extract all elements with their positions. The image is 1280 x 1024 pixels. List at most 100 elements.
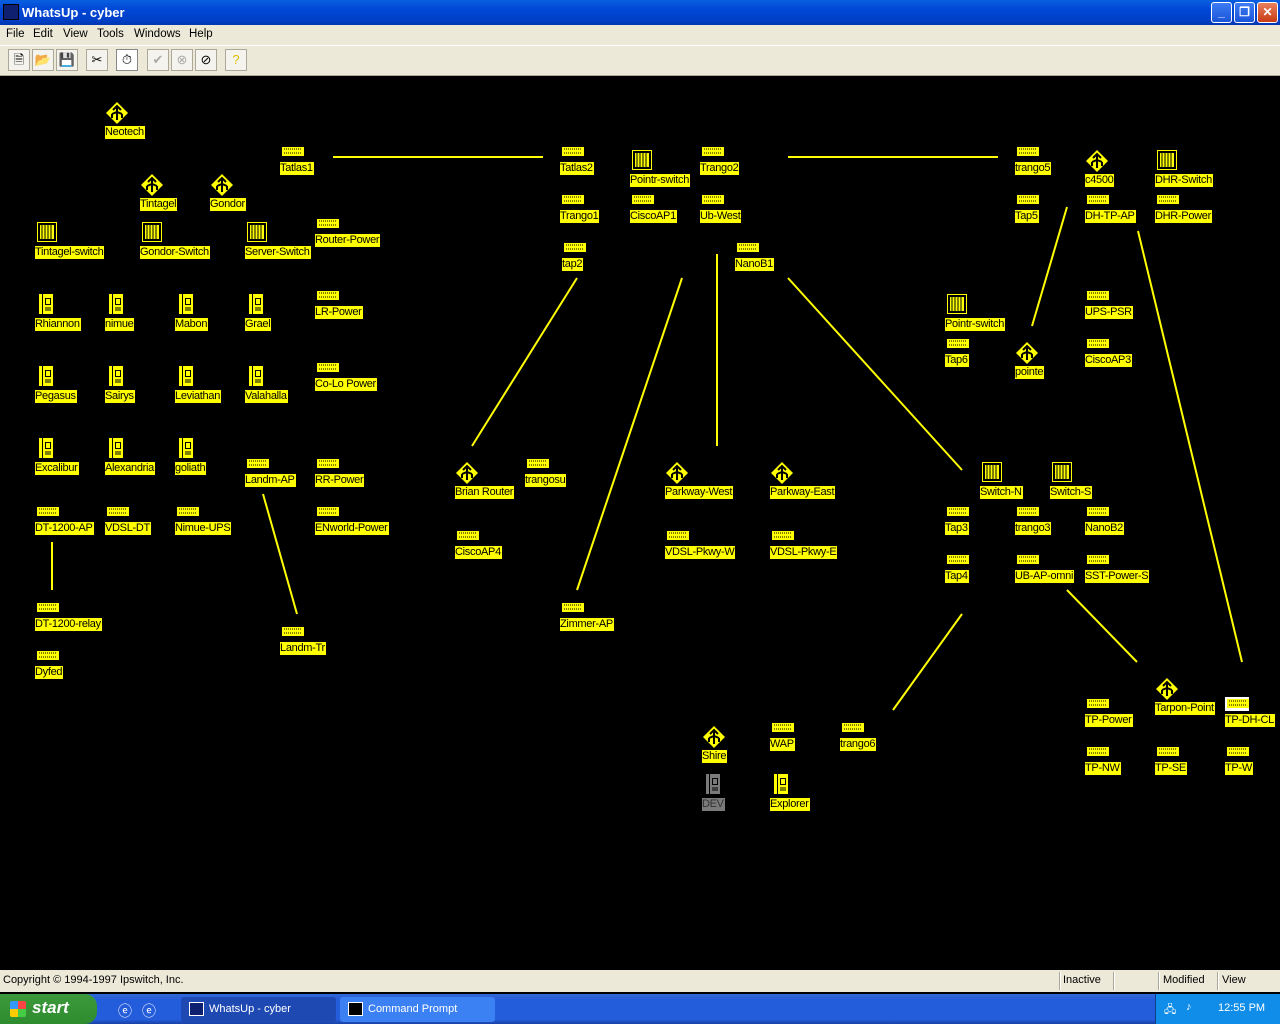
device-icon bbox=[282, 147, 304, 156]
outlook-icon[interactable]: ⓔ bbox=[142, 1003, 156, 1019]
menu-edit[interactable]: Edit bbox=[33, 28, 53, 40]
start-polling-button[interactable]: ⏱ bbox=[116, 49, 138, 71]
volume-icon[interactable]: ♪ bbox=[1186, 1001, 1192, 1013]
device-icon bbox=[1017, 195, 1039, 204]
close-button[interactable]: ✕ bbox=[1257, 2, 1278, 23]
start-button[interactable]: start bbox=[0, 994, 97, 1024]
server-icon bbox=[39, 294, 53, 314]
node-label: NanoB1 bbox=[735, 258, 774, 271]
node-label: Parkway-East bbox=[770, 486, 836, 499]
ie-icon[interactable]: ⓔ bbox=[118, 1003, 132, 1019]
device-icon bbox=[702, 195, 724, 204]
server-icon bbox=[109, 438, 123, 458]
node-label: DHR-Switch bbox=[1155, 174, 1213, 187]
whatsup-icon bbox=[189, 1002, 204, 1016]
window-title: WhatsUp - cyber bbox=[22, 5, 125, 20]
node-label: Valahalla bbox=[245, 390, 288, 403]
router-icon bbox=[211, 174, 233, 196]
device-icon bbox=[1087, 699, 1109, 708]
toolbar: 🗎 📂 💾 ✂ ⏱ ✔ ⊗ ⊘? bbox=[0, 45, 1280, 76]
start-label: start bbox=[32, 998, 69, 1017]
node-label: tap2 bbox=[562, 258, 584, 271]
device-icon bbox=[1017, 507, 1039, 516]
restore-button[interactable]: ❐ bbox=[1234, 2, 1255, 23]
node-label: CiscoAP3 bbox=[1085, 354, 1132, 367]
link-line bbox=[1066, 589, 1138, 663]
menu-file[interactable]: File bbox=[6, 28, 25, 40]
node-label: DEV bbox=[702, 798, 725, 811]
node-label: Pointr-switch bbox=[630, 174, 691, 187]
link-line bbox=[576, 277, 683, 591]
node-label: CiscoAP1 bbox=[630, 210, 677, 223]
device-icon bbox=[1017, 555, 1039, 564]
links-layer bbox=[51, 156, 1243, 711]
link-line bbox=[471, 277, 578, 447]
device-icon bbox=[317, 507, 339, 516]
node-label: Gondor bbox=[210, 198, 246, 211]
node-label: Rhiannon bbox=[35, 318, 81, 331]
device-icon bbox=[1227, 747, 1249, 756]
switch-icon bbox=[632, 150, 652, 170]
node-label: NanoB2 bbox=[1085, 522, 1124, 535]
node-label: Dyfed bbox=[35, 666, 64, 679]
switch-icon bbox=[247, 222, 267, 242]
device-icon bbox=[317, 363, 339, 372]
node-label: DT-1200-relay bbox=[35, 618, 102, 631]
router-icon bbox=[456, 462, 478, 484]
help-button[interactable]: ? bbox=[225, 49, 247, 71]
menu-view[interactable]: View bbox=[63, 28, 88, 40]
new-map-button[interactable]: 🗎 bbox=[8, 49, 30, 71]
switch-icon bbox=[1052, 462, 1072, 482]
node-label: Parkway-West bbox=[665, 486, 734, 499]
node-label: Tatlas2 bbox=[560, 162, 594, 175]
tools-button[interactable]: ✂ bbox=[86, 49, 108, 71]
device-icon bbox=[317, 291, 339, 300]
device-icon bbox=[667, 531, 689, 540]
node-label: Tap4 bbox=[945, 570, 969, 583]
node-label: Tap5 bbox=[1015, 210, 1039, 223]
cross-circle-icon: ⊗ bbox=[176, 52, 188, 67]
menu-help[interactable]: Help bbox=[189, 28, 213, 40]
device-icon bbox=[107, 507, 129, 516]
link-line bbox=[892, 613, 963, 711]
minimize-button[interactable]: _ bbox=[1211, 2, 1232, 23]
open-map-button[interactable]: 📂 bbox=[32, 49, 54, 71]
node-label: SST-Power-S bbox=[1085, 570, 1150, 583]
device-icon bbox=[772, 531, 794, 540]
node-label: trango5 bbox=[1015, 162, 1052, 175]
node-label: Brian Router bbox=[455, 486, 515, 499]
check-icon: ✔ bbox=[152, 52, 164, 67]
node-label: DH-TP-AP bbox=[1085, 210, 1136, 223]
node-label: Pegasus bbox=[35, 390, 77, 403]
console-icon bbox=[348, 1002, 363, 1016]
device-icon bbox=[1087, 747, 1109, 756]
device-icon bbox=[177, 507, 199, 516]
server-icon bbox=[179, 438, 193, 458]
tools-icon: ✂ bbox=[91, 52, 103, 67]
server-icon bbox=[706, 774, 720, 794]
node-label: WAP bbox=[770, 738, 795, 751]
save-map-button[interactable]: 💾 bbox=[56, 49, 78, 71]
clock: 12:55 PM bbox=[1218, 1002, 1266, 1014]
device-icon bbox=[1225, 697, 1249, 711]
node-label: Trango1 bbox=[560, 210, 600, 223]
task-command-prompt[interactable]: Command Prompt bbox=[340, 997, 495, 1022]
switch-icon bbox=[1157, 150, 1177, 170]
device-icon bbox=[1087, 339, 1109, 348]
new-document-icon: 🗎 bbox=[13, 52, 25, 67]
network-icon[interactable]: 🖧 bbox=[1164, 1004, 1177, 1016]
folder-open-icon: 📂 bbox=[34, 52, 52, 67]
link-line bbox=[262, 493, 298, 615]
server-icon bbox=[109, 294, 123, 314]
task-whatsup[interactable]: WhatsUp - cyber bbox=[181, 997, 336, 1022]
node-label: Landm-AP bbox=[245, 474, 296, 487]
node-label: Tap6 bbox=[945, 354, 969, 367]
router-icon bbox=[771, 462, 793, 484]
node-label: Tintagel bbox=[140, 198, 178, 211]
whatsup-icon bbox=[3, 4, 19, 20]
title-bar: WhatsUp - cyber _ ❐ ✕ bbox=[0, 0, 1280, 25]
stop-alerts-button[interactable]: ⊘ bbox=[195, 49, 217, 71]
menu-tools[interactable]: Tools bbox=[97, 28, 124, 40]
menu-windows[interactable]: Windows bbox=[134, 28, 181, 40]
